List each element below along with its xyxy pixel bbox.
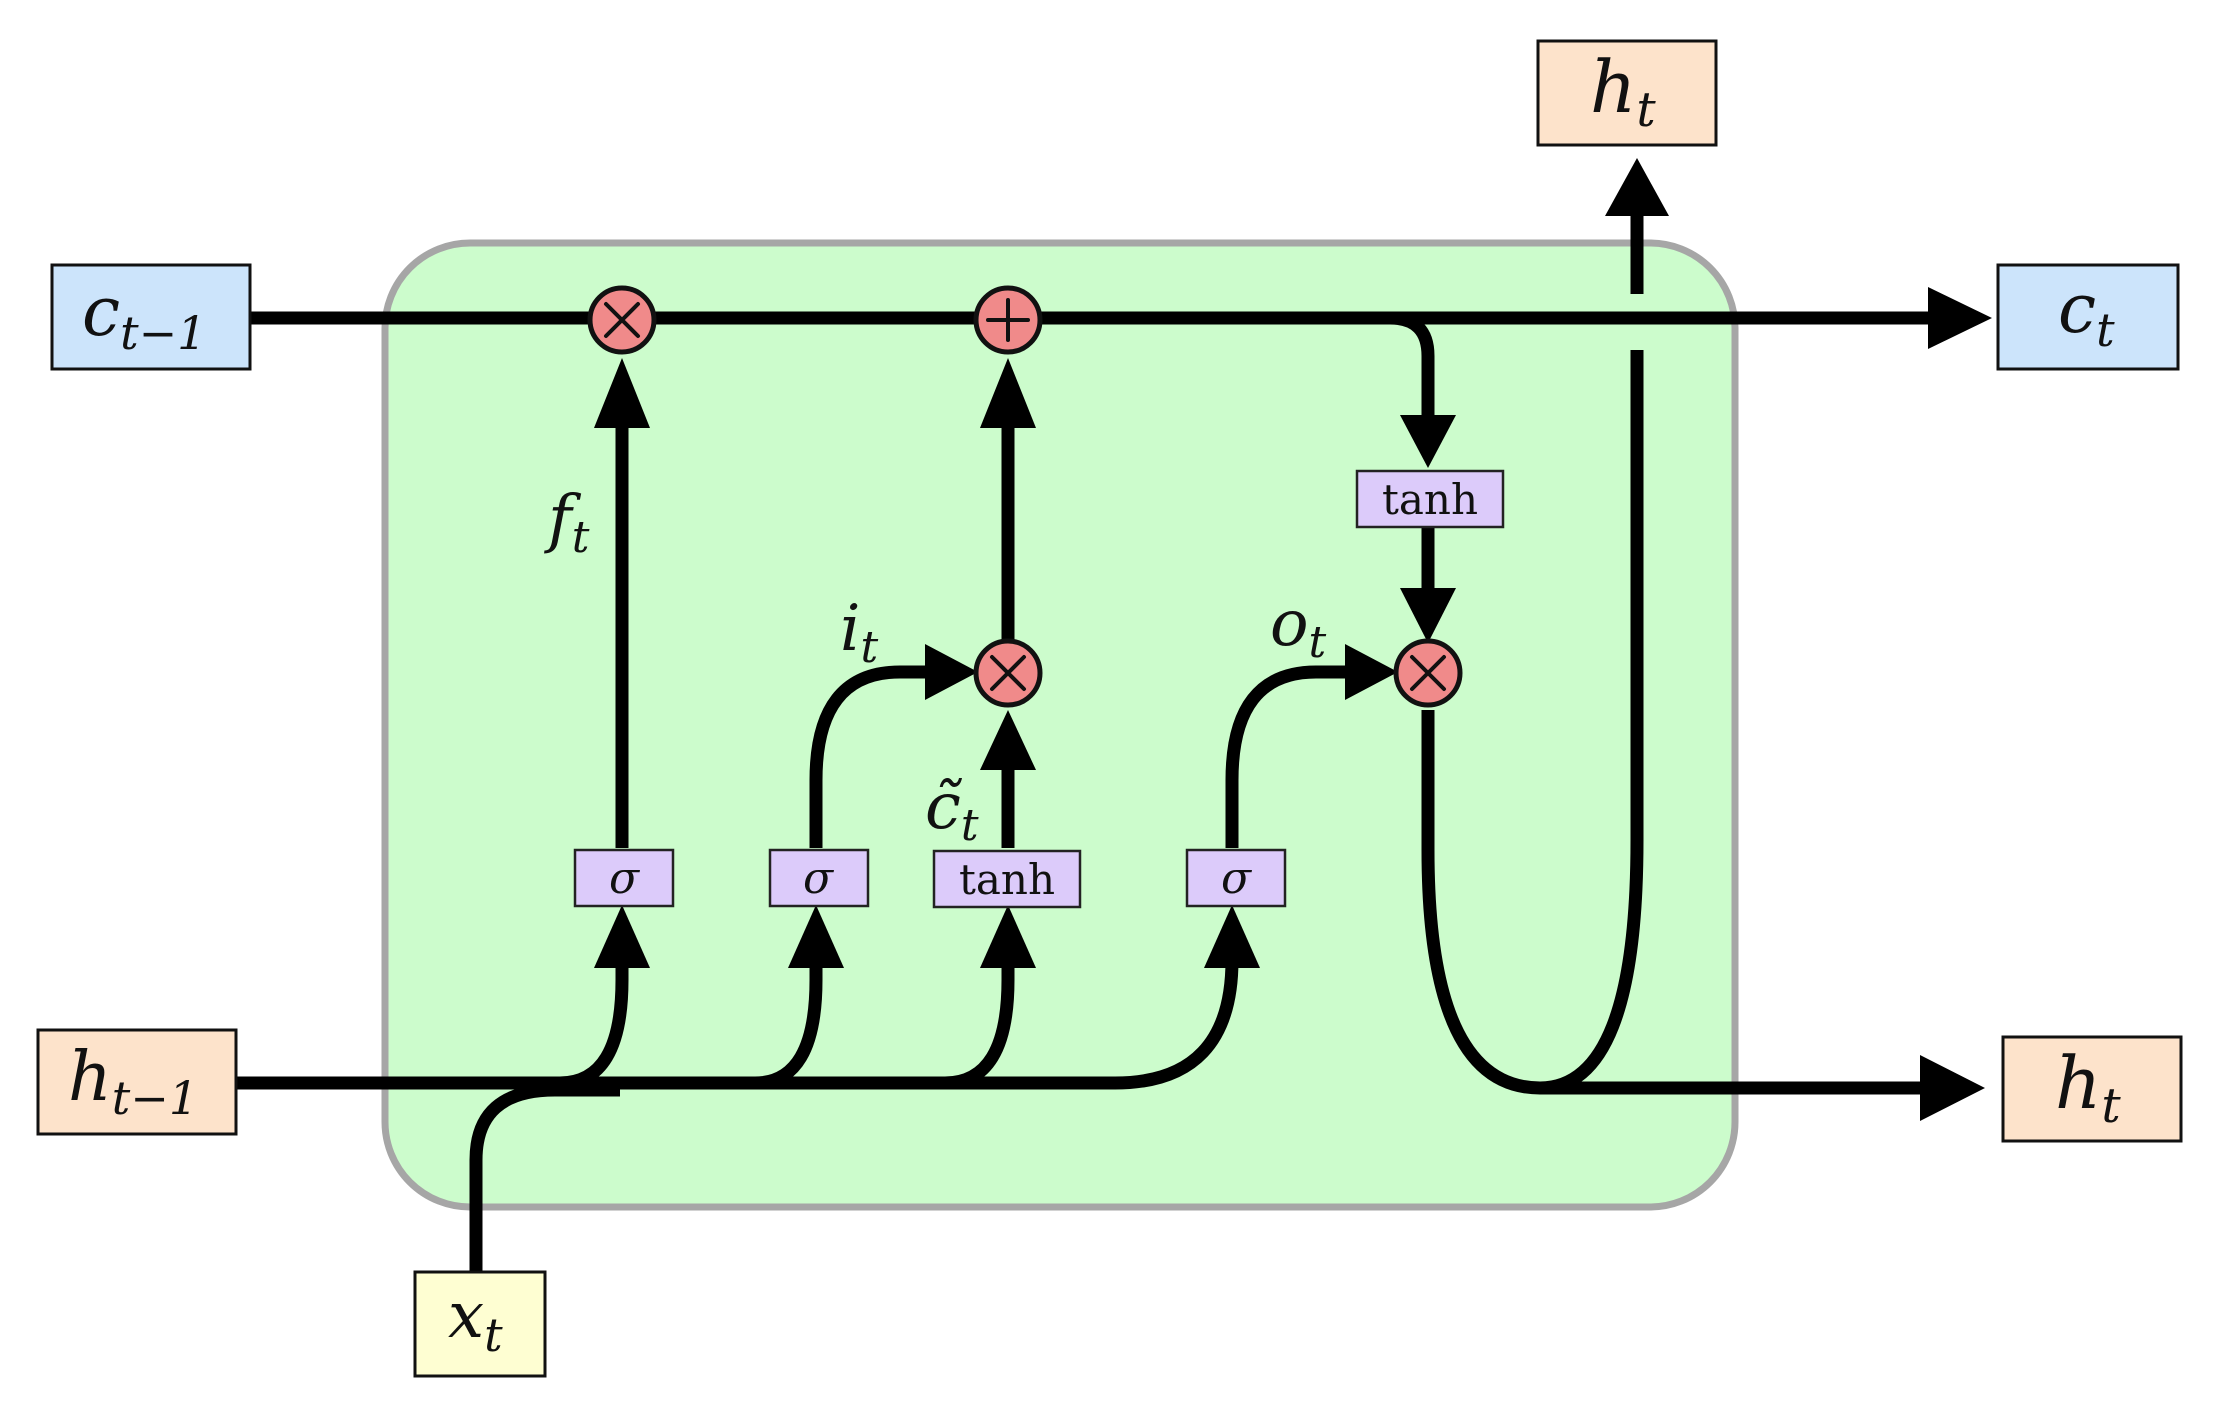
node-c-prev-label: ct−1 [82,273,206,360]
arrowheads [594,158,1992,1121]
gate-cell-tanh: tanh [1355,469,1505,529]
hidden-input-line [237,959,1239,1090]
wires [237,210,1938,1275]
arrow-candidate-tanh [980,905,1036,968]
node-x-in-label: xt [448,1279,503,1362]
x-input-wire [469,1083,620,1275]
multiply-icon [1410,655,1446,691]
branch-forget [559,960,629,1090]
operator-output-mult [1393,638,1463,708]
node-h-prev: ht−1 [36,1028,238,1136]
label-candidate: c̃t [925,770,979,851]
output-to-hidden-wire [1421,710,1935,1095]
arrow-to-output-mult [1400,588,1456,643]
gate-input: σ [768,848,870,908]
operator-forget-mult [587,285,657,355]
operator-input-mult [973,638,1043,708]
cell-to-tanh-wire [1045,311,1435,420]
arrow-input-mult-up [980,710,1036,770]
gate-output-label: σ [1221,853,1253,904]
gate-candidate: tanh [932,849,1082,909]
arrow-cell-out [1928,287,1992,349]
node-h-out-right: ht [2001,1035,2183,1143]
lstm-cell [381,239,1739,1211]
multiply-icon [604,302,640,338]
plus-icon [986,298,1030,342]
node-x-in: xt [413,1270,547,1378]
node-h-out-right-label: ht [2055,1041,2121,1134]
node-c-out: ct [1996,263,2180,371]
label-input: it [840,592,878,673]
arrow-input-gate [925,644,978,700]
node-c-out-label: ct [2058,270,2115,357]
gate-cell-tanh-label: tanh [1382,475,1478,524]
arrow-add-up [980,358,1036,428]
arrow-output-sigma [1204,905,1260,968]
output-gate-wire [1225,665,1355,848]
arrow-forget-up [594,358,650,428]
multiply-icon [990,655,1026,691]
node-h-out-top-label: ht [1590,45,1656,138]
gate-output: σ [1185,848,1287,908]
arrow-forget-sigma [594,905,650,968]
branch-candidate [944,960,1015,1090]
node-c-prev: ct−1 [50,263,252,371]
arrow-input-sigma [788,905,844,968]
gate-candidate-label: tanh [959,855,1055,904]
arrow-to-cell-tanh [1400,415,1456,468]
gate-forget-label: σ [609,853,641,904]
arrow-hidden-out-top [1605,158,1669,216]
node-h-out-top: ht [1536,39,1718,147]
arrow-output-gate [1345,644,1398,700]
input-gate-wire [809,665,935,848]
operator-cell-add [973,285,1043,355]
node-h-prev-label: ht−1 [68,1038,198,1125]
hidden-up-wire [1539,350,1644,1095]
gate-input-label: σ [803,853,835,904]
branch-input [754,960,823,1090]
label-output: ot [1270,587,1327,668]
gate-forget: σ [573,848,675,908]
arrow-hidden-out-right [1920,1055,1985,1121]
